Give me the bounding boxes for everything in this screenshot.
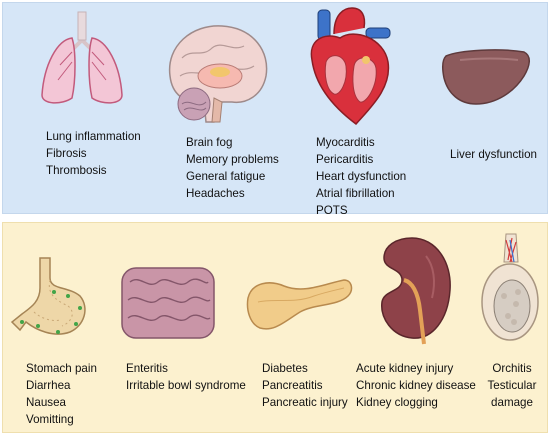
testis-symptoms: Orchitis Testicular damage [482,360,542,411]
symptom-text: Acute kidney injury [356,362,454,375]
stomach-symptoms: Stomach pain Diarrhea Nausea Vomitting [26,360,97,428]
lungs-symptoms: Lung inflammation Fibrosis Thrombosis [46,128,141,179]
pancreas-icon [244,268,354,334]
heart-symptoms: Myocarditis Pericarditis Heart dysfuncti… [316,134,406,219]
symptom-text: Thrombosis [46,164,107,177]
symptom-text: Stomach pain [26,362,97,375]
top-panel [2,2,548,214]
intestine-symptoms: Enteritis Irritable bowl syndrome [126,360,246,394]
pancreas-symptoms: Diabetes Pancreatitis Pancreatic injury [262,360,348,411]
symptom-text: Memory problems [186,153,279,166]
symptom-text: Fibrosis [46,147,87,160]
symptom-text: Pericarditis [316,153,374,166]
symptom-text: Pancreatitis [262,379,323,392]
symptom-text: Heart dysfunction [316,170,407,183]
brain-icon [162,18,274,128]
symptom-text: Orchitis [492,362,532,375]
symptom-text: POTS [316,204,348,217]
symptom-text: Nausea [26,396,66,409]
symptom-text: Brain fog [186,136,233,149]
symptom-text: Testicular [487,379,537,392]
symptom-text: Atrial fibrillation [316,187,395,200]
symptom-text: Liver dysfunction [450,148,537,161]
symptom-text: Pancreatic injury [262,396,348,409]
liver-icon [440,46,532,108]
symptom-text: Myocarditis [316,136,375,149]
symptom-text: Diabetes [262,362,308,375]
kidney-symptoms: Acute kidney injury Chronic kidney disea… [356,360,476,411]
kidney-icon [372,234,456,346]
liver-symptoms: Liver dysfunction [450,146,537,163]
stomach-icon [10,256,92,340]
symptom-text: General fatigue [186,170,266,183]
symptom-text: Vomitting [26,413,74,426]
symptom-text: Headaches [186,187,245,200]
symptom-text: Diarrhea [26,379,71,392]
symptom-text: Lung inflammation [46,130,141,143]
lungs-icon [32,10,132,110]
intestine-icon [118,262,218,342]
symptom-text: Irritable bowl syndrome [126,379,246,392]
brain-symptoms: Brain fog Memory problems General fatigu… [186,134,279,202]
symptom-text: Chronic kidney disease [356,379,476,392]
symptom-text: damage [491,396,533,409]
symptom-text: Kidney clogging [356,396,438,409]
testis-icon [478,232,544,344]
symptom-text: Enteritis [126,362,168,375]
heart-icon [304,4,396,128]
